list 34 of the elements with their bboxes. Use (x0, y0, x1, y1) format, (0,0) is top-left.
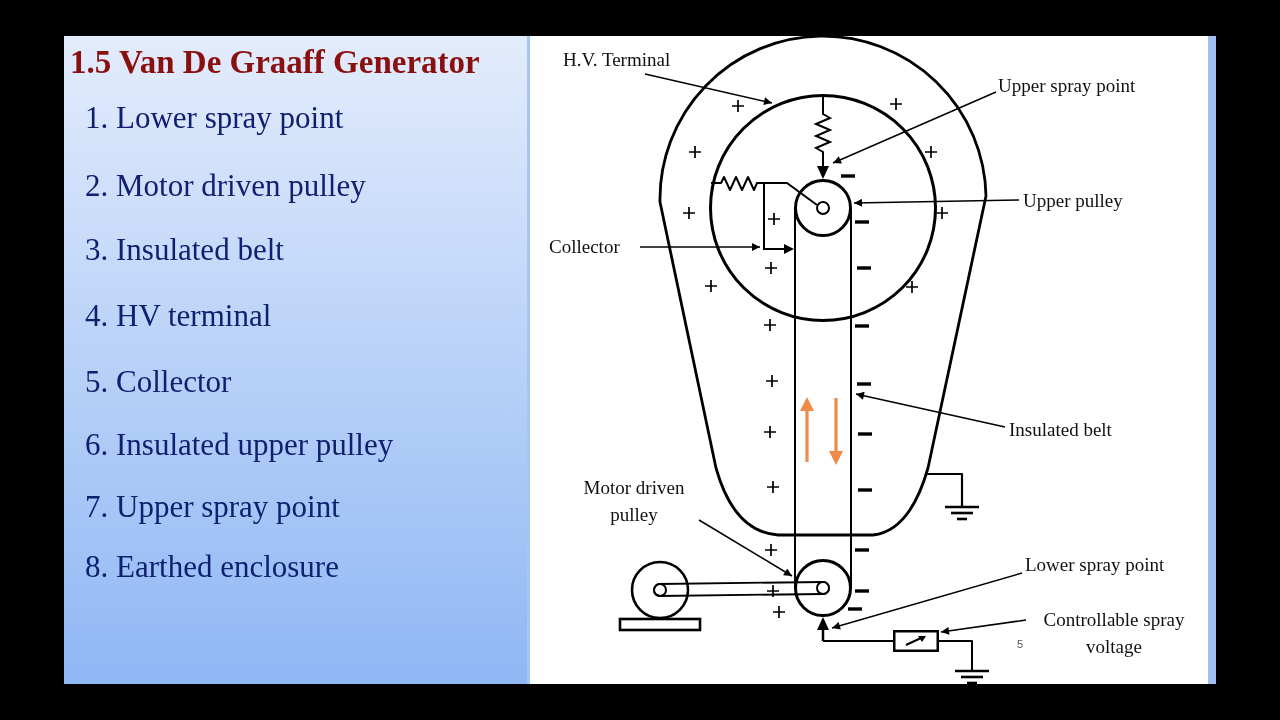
list-item: 6. Insulated upper pulley (85, 427, 394, 463)
part-label: Upper pulley (1023, 187, 1148, 214)
pulley-wheel (794, 559, 852, 617)
leader-line (940, 619, 1027, 635)
page-number: 5 (1017, 638, 1024, 651)
list-item: 4. HV terminal (85, 298, 272, 334)
collector-comb (762, 182, 795, 255)
part-label: Controllable spray voltage (1028, 606, 1200, 660)
part-label: Motor driven pulley (570, 474, 698, 528)
spray-point-arrow (816, 617, 830, 642)
leader-line (832, 91, 997, 164)
list-item: 1. Lower spray point (85, 100, 344, 136)
list-item: 2. Motor driven pulley (85, 168, 366, 204)
leader-line (639, 243, 761, 251)
leader-line (855, 391, 1006, 428)
terminal-sphere (709, 94, 937, 322)
part-label: Insulated belt (1009, 416, 1139, 443)
leader-line (853, 198, 1020, 207)
list-item: 5. Collector (85, 364, 232, 400)
list-item: 3. Insulated belt (85, 232, 284, 268)
leader-line (831, 572, 1023, 630)
slide-title: 1.5 Van De Graaff Generator (70, 43, 480, 82)
part-label: Upper spray point (998, 72, 1168, 99)
spray-point-symbol (814, 95, 832, 179)
list-item: 7. Upper spray point (85, 489, 340, 525)
leader-line (698, 519, 793, 577)
leader-line (644, 73, 773, 106)
wire (823, 639, 893, 643)
list-item: 8. Earthed enclosure (85, 549, 339, 585)
variable-resistor-symbol (893, 630, 939, 652)
pulley-wheel (794, 179, 852, 237)
part-label: Collector (549, 233, 639, 260)
part-label: Lower spray point (1025, 551, 1195, 578)
part-label: H.V. Terminal (563, 46, 703, 73)
